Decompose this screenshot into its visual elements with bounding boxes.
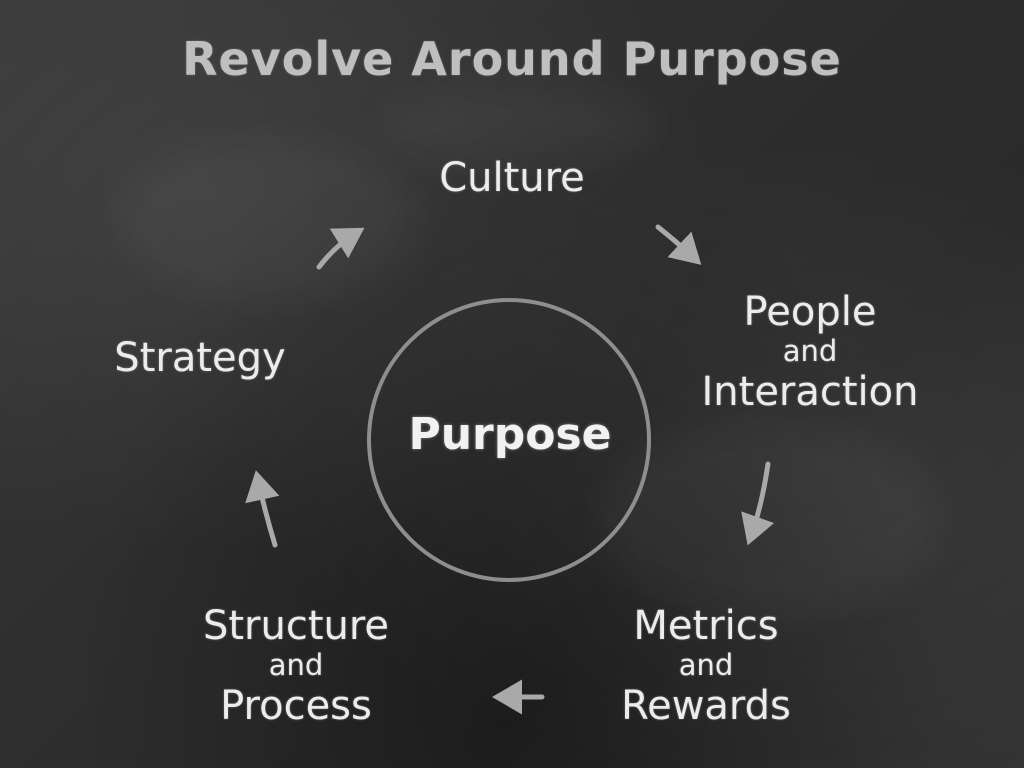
- node-structure-process: Structure and Process: [166, 604, 426, 728]
- node-people-line1: People: [743, 289, 877, 335]
- node-people-interaction: People and Interaction: [660, 290, 960, 414]
- arrow-people-to-metrics: [741, 461, 775, 546]
- node-metrics-line3: Rewards: [621, 682, 791, 729]
- node-people-line3: Interaction: [701, 368, 919, 415]
- arrow-structure-to-strategy: [245, 470, 280, 548]
- node-structure-line1: Structure: [202, 603, 390, 649]
- purpose-label: Purpose: [408, 409, 612, 460]
- node-strategy: Strategy: [80, 336, 320, 380]
- node-strategy-label: Strategy: [114, 335, 286, 381]
- arrow-strategy-to-culture: [316, 227, 365, 270]
- node-people-line2: and: [782, 334, 838, 368]
- node-metrics-line2: and: [678, 648, 734, 682]
- node-culture-label: Culture: [439, 155, 585, 201]
- arrow-culture-to-people: [655, 224, 702, 265]
- node-structure-line2: and: [268, 648, 324, 682]
- node-metrics-rewards: Metrics and Rewards: [576, 604, 836, 728]
- node-metrics-line1: Metrics: [633, 603, 779, 649]
- node-culture: Culture: [412, 156, 612, 200]
- purpose-circle: [367, 298, 651, 582]
- diagram-title: Revolve Around Purpose: [182, 32, 842, 86]
- node-structure-line3: Process: [220, 682, 372, 729]
